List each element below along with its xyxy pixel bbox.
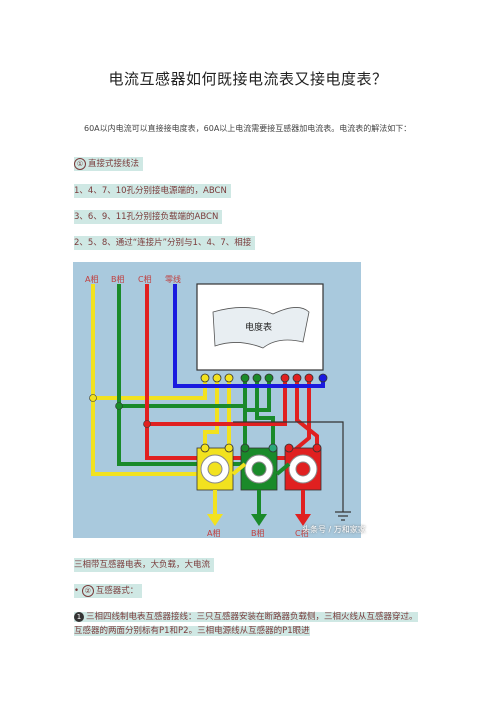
junction-b (115, 402, 123, 410)
ct-wiring-text: 三相四线制电表互感器接线：三只互感器安装在断路器负载侧，三相火线从互感器穿过。互… (74, 612, 418, 636)
item-text: 直接式接线法 (88, 159, 140, 169)
bottom-label-c: C相 (295, 528, 309, 538)
wire-b-cross (275, 462, 291, 476)
filled-number-1: 1 (74, 611, 84, 622)
terminal-7 (280, 373, 290, 383)
terminal-1 (200, 373, 210, 383)
bottom-label-a: A相 (207, 528, 220, 538)
circled-number-2: ② (81, 584, 94, 597)
output-arrow-a (207, 490, 223, 526)
wire-b-meter-2 (255, 376, 275, 450)
item-connection-plate: 2、5、8、通过“连接片”分别与1、4、7、相接 (74, 236, 256, 250)
circled-number-1: ① (74, 157, 86, 170)
terminal-5 (252, 373, 262, 383)
junction-a (89, 394, 97, 402)
terminal-4 (240, 373, 250, 383)
item-text: 互感器式： (95, 586, 139, 596)
output-arrow-b (251, 490, 267, 526)
terminal-2 (212, 373, 222, 383)
terminal-9 (304, 373, 314, 383)
bullet-icon: • (74, 586, 82, 596)
item-holes-source: 1、4、7、10孔分别接电源端的，ABCN (74, 184, 231, 198)
ct-b (240, 443, 278, 491)
item-holes-load: 3、6、9、11孔分别接负载端的ABCN (74, 210, 223, 224)
meter-label: 电度表 (245, 321, 272, 333)
page-title: 电流互感器如何既接电流表又接电度表？ (108, 70, 388, 88)
terminal-6 (264, 373, 274, 383)
label-b-phase: B相 (111, 274, 125, 284)
terminal-3 (224, 373, 234, 383)
bottom-label-b: B相 (251, 528, 265, 538)
junction-c (143, 420, 151, 428)
wire-b-meter-3 (243, 376, 271, 450)
watermark: 头条号 / 万和家家 (302, 525, 366, 534)
item-ct-meter-note: 三相带互感器电表，大负载，大电流 (74, 558, 215, 572)
item-text: 1、4、7、10孔分别接电源端的，ABCN (74, 186, 227, 196)
label-c-phase: C相 (138, 274, 152, 284)
item-text: 3、6、9、11孔分别接负载端的ABCN (74, 212, 219, 222)
ground-icon (335, 511, 351, 521)
wire-c-meter-1 (145, 376, 287, 426)
item-text: 2、5、8、通过“连接片”分别与1、4、7、相接 (74, 238, 252, 248)
ct-c (284, 443, 322, 491)
wire-a-main (91, 284, 203, 476)
label-a-phase: A相 (85, 274, 98, 284)
ct-a (196, 443, 234, 491)
terminal-8 (292, 373, 302, 383)
output-arrow-c (295, 490, 311, 526)
terminal-10 (318, 373, 328, 383)
label-neutral: 零线 (165, 274, 181, 284)
wire-a-cross (231, 462, 247, 476)
item-text: 三相带互感器电表，大负载，大电流 (74, 560, 211, 570)
intro-paragraph: 60A以内电流可以直接接电度表，60A以上电流需要接互感器加电流表。电流表的解法… (84, 124, 412, 133)
meter-banner (212, 307, 310, 349)
wiring-diagram: A相 B相 C相 零线 电度表 (73, 262, 361, 538)
wire-ground (233, 421, 344, 512)
wire-c-meter-3 (294, 376, 311, 451)
